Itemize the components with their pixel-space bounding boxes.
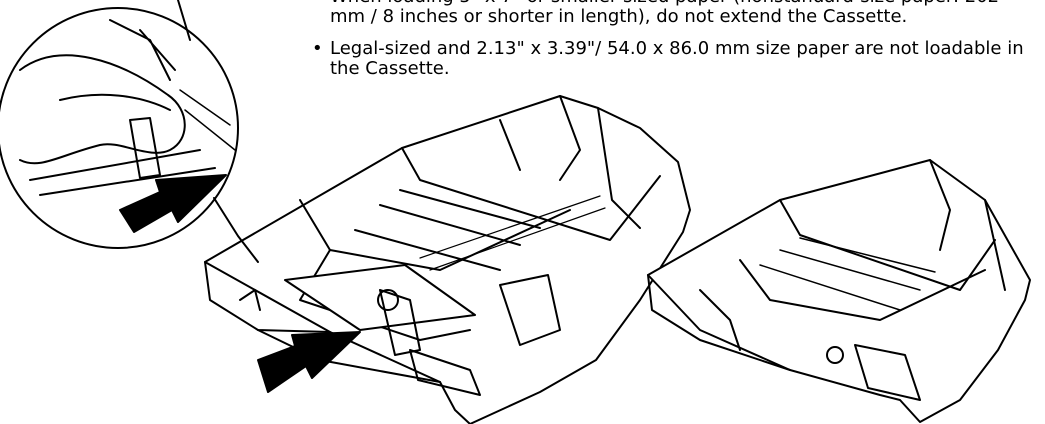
note-item: • Legal-sized and 2.13" x 3.39"/ 54.0 x … [312,39,1037,79]
bullet-glyph: • [312,38,323,59]
pull-arrow-icon [119,174,227,233]
magnified-view [0,0,259,263]
note-text: Legal-sized and 2.13" x 3.39"/ 54.0 x 86… [330,38,1024,79]
note-item: • When loading 5" x 7" or smaller sized … [312,0,1037,27]
cassette-notes: • When loading 5" x 7" or smaller sized … [312,0,1037,91]
pull-arrow-icon [257,331,361,393]
extended-cassette [204,95,691,424]
note-text: When loading 5" x 7" or smaller sized pa… [330,0,999,27]
bullet-glyph: • [312,0,323,7]
retracted-cassette [647,159,1031,423]
